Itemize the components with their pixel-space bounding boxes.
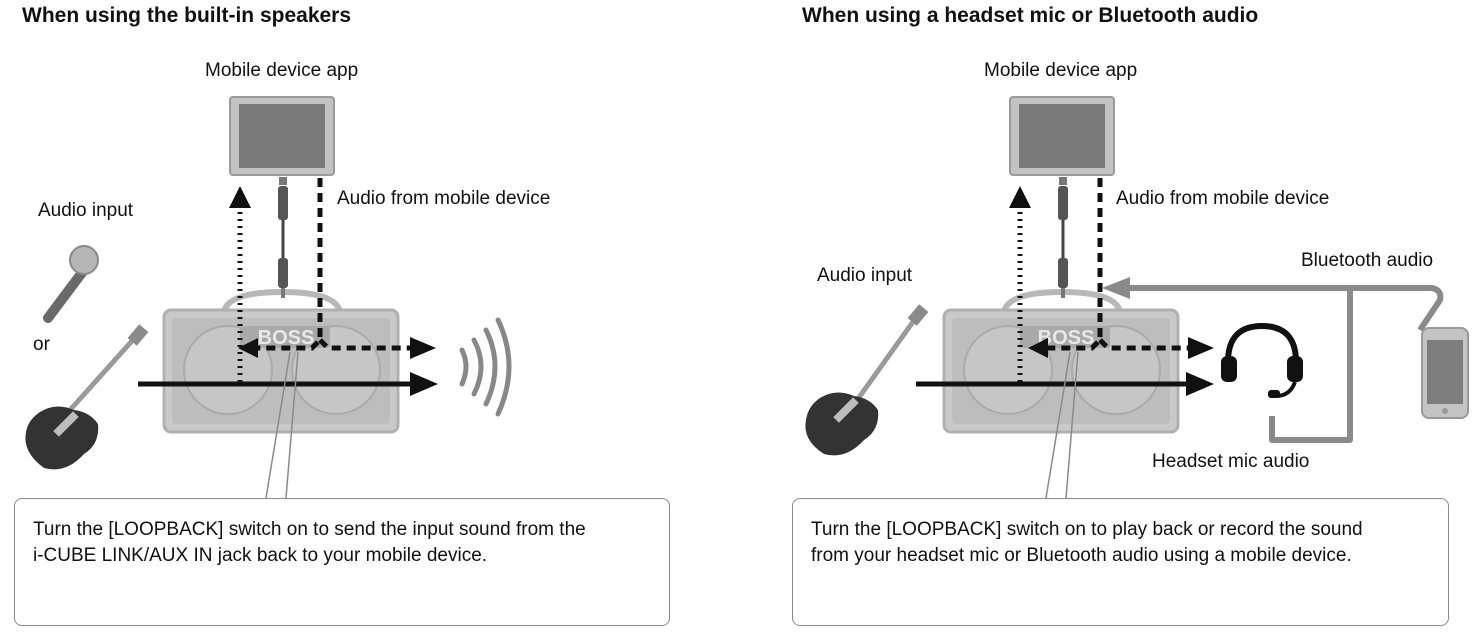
- mobile-audio-arrow-right: [1098, 338, 1196, 351]
- app-label: Mobile device app: [984, 60, 1138, 81]
- callout-pointer-2: [1065, 351, 1079, 499]
- bluetooth-connector: [1118, 285, 1444, 443]
- panel-title: When using the built-in speakers: [22, 4, 352, 27]
- input-arrow-head: [1186, 372, 1214, 396]
- amplifier-icon: [942, 288, 1180, 434]
- callout-pointer: [265, 351, 291, 499]
- mobile-audio-arrow-left: [248, 178, 323, 351]
- smartphone-icon: [1421, 327, 1469, 419]
- headset-icon: [1221, 322, 1303, 398]
- panel-headset-bluetooth: When using a headset mic or Bluetooth au…: [780, 0, 1472, 635]
- description-box: Turn the [LOOPBACK] switch on to send th…: [14, 498, 670, 626]
- audio-from-label: Audio from mobile device: [337, 188, 551, 209]
- microphone-icon: [43, 245, 99, 323]
- input-arrow-head: [410, 372, 438, 396]
- arrow-head-left: [1028, 338, 1048, 358]
- callout-pointer-2: [285, 351, 299, 499]
- panel-built-in-speakers: When using the built-in speakers BOSS: [0, 0, 730, 635]
- guitar-icon: [805, 304, 929, 456]
- bluetooth-arrow-head: [1102, 277, 1130, 299]
- aux-cable-icon: [278, 177, 288, 298]
- speakers-diagram: BOSS: [25, 96, 512, 499]
- tablet-icon: [229, 96, 335, 176]
- description-text: Turn the [LOOPBACK] switch on to play ba…: [811, 519, 1363, 566]
- description-text: Turn the [LOOPBACK] switch on to send th…: [33, 519, 586, 566]
- description-box: Turn the [LOOPBACK] switch on to play ba…: [792, 498, 1449, 626]
- bluetooth-label: Bluetooth audio: [1301, 250, 1434, 271]
- amplifier-icon: [162, 288, 400, 434]
- arrow-head-up: [1009, 186, 1031, 208]
- audio-input-label: Audio input: [817, 265, 913, 286]
- arrow-head-up: [229, 186, 251, 208]
- aux-cable-icon: [1058, 177, 1068, 298]
- mobile-audio-arrow-left: [1042, 178, 1103, 351]
- mobile-audio-arrow-right: [318, 338, 420, 351]
- headset-label: Headset mic audio: [1152, 451, 1310, 472]
- brand-logo: BOSS: [1038, 327, 1095, 349]
- tablet-icon: [1009, 96, 1115, 176]
- callout-pointer: [1045, 351, 1071, 499]
- app-label: Mobile device app: [205, 60, 359, 81]
- guitar-icon: [25, 324, 149, 470]
- or-label: or: [33, 334, 50, 355]
- arrow-head-right: [1188, 337, 1214, 359]
- panel-title: When using a headset mic or Bluetooth au…: [802, 4, 1259, 27]
- brand-logo: BOSS: [258, 327, 315, 349]
- arrow-head-left: [238, 338, 258, 358]
- arrow-head-right: [410, 337, 436, 359]
- audio-input-label: Audio input: [38, 200, 134, 221]
- headset-diagram: BOSS: [805, 96, 1469, 499]
- audio-from-label: Audio from mobile device: [1116, 188, 1330, 209]
- sound-wave-icon: [459, 317, 512, 417]
